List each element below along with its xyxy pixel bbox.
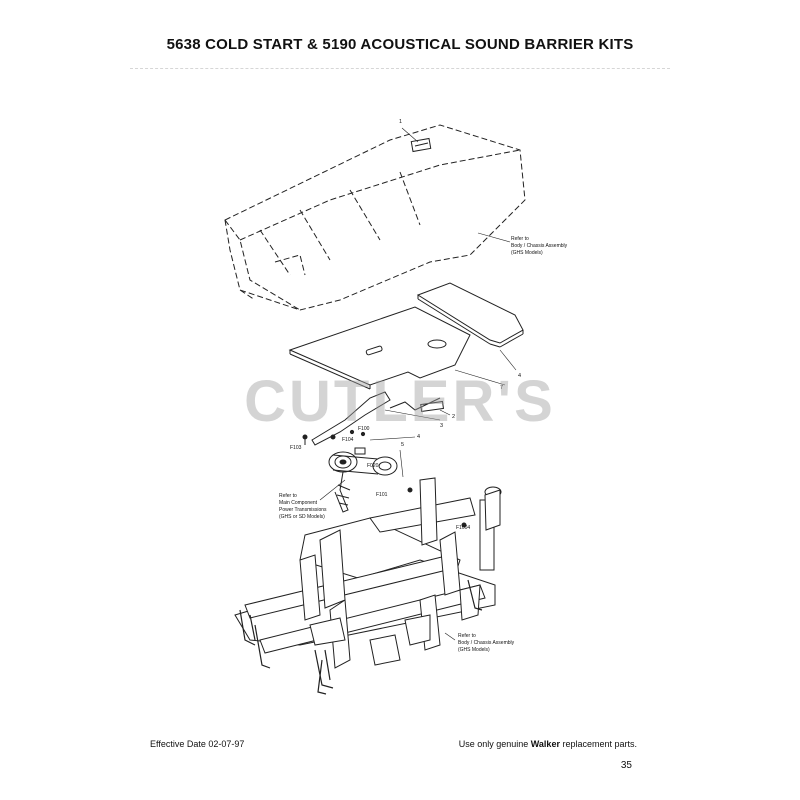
ref-f1004: F1004 — [456, 525, 470, 531]
effective-date: Effective Date 02-07-97 — [150, 739, 245, 749]
floor-panel — [288, 306, 471, 390]
ref-f103: F103 — [290, 445, 302, 451]
svg-text:Refer to: Refer to — [511, 236, 529, 242]
upper-insulation-panel — [416, 282, 524, 348]
svg-text:Refer to: Refer to — [458, 633, 476, 639]
note-body-chassis-bottom: Refer to Body / Chassis Assembly (GHS Mo… — [458, 633, 515, 653]
page-number: 35 — [620, 760, 632, 771]
callout-7: 7 — [500, 385, 503, 391]
svg-text:Refer to: Refer to — [279, 493, 297, 499]
svg-text:Main Component: Main Component — [279, 500, 318, 506]
note-body-chassis-top: Refer to Body / Chassis Assembly (GHS Mo… — [511, 236, 568, 256]
body-decal — [410, 137, 432, 153]
chassis-frame — [234, 477, 502, 669]
ref-f020: F020 — [367, 463, 379, 469]
page-title: 5638 COLD START & 5190 ACOUSTICAL SOUND … — [166, 36, 634, 53]
ref-f104: F104 — [342, 437, 354, 443]
brand-name: Walker — [530, 739, 560, 749]
header-divider — [130, 68, 670, 69]
callout-4-panel: 4 — [518, 373, 521, 379]
body-shell-outline — [224, 124, 526, 311]
replacement-parts-notice: Use only genuine Walker replacement part… — [458, 739, 637, 749]
svg-text:Body / Chassis Assembly: Body / Chassis Assembly — [511, 243, 568, 249]
callout-4: 4 — [417, 434, 420, 440]
watermark: CUTLER'S — [244, 369, 556, 434]
svg-text:Body / Chassis Assembly: Body / Chassis Assembly — [458, 640, 515, 646]
callout-5: 5 — [401, 442, 404, 448]
svg-text:(GHS Models): (GHS Models) — [511, 250, 543, 256]
chassis-legs — [239, 579, 483, 695]
svg-text:(GHS Models): (GHS Models) — [458, 647, 490, 653]
pulley-assembly — [328, 447, 398, 513]
svg-text:(GHS or SD Models): (GHS or SD Models) — [279, 514, 325, 520]
svg-text:Power Transmissions: Power Transmissions — [279, 507, 327, 513]
ref-f101: F101 — [376, 492, 388, 498]
callout-3: 3 — [440, 423, 443, 429]
callout-1: 1 — [399, 119, 402, 125]
angle-bracket — [311, 391, 445, 446]
ref-f100: F100 — [358, 426, 370, 432]
leader-lines — [319, 127, 517, 641]
callout-2: 2 — [452, 414, 455, 420]
note-power-transmission: Refer to Main Component Power Transmissi… — [279, 493, 327, 520]
bolts — [302, 429, 467, 528]
